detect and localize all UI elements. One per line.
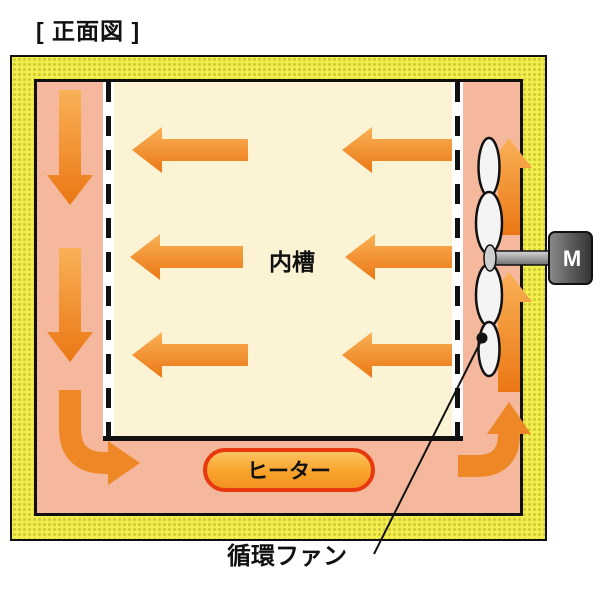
circulation-fan-label: 循環ファン	[227, 543, 347, 570]
chamber-left-vent-dashed	[103, 82, 114, 436]
motor-label: M	[563, 246, 581, 271]
inner-chamber-label: 内槽	[269, 249, 315, 275]
heater: ヒーター	[203, 448, 375, 492]
diagram-title: [ 正面図 ]	[36, 18, 141, 44]
heater-label: ヒーター	[247, 460, 331, 483]
chamber-right-vent-dashed	[452, 82, 463, 436]
fan-motor	[548, 231, 593, 285]
